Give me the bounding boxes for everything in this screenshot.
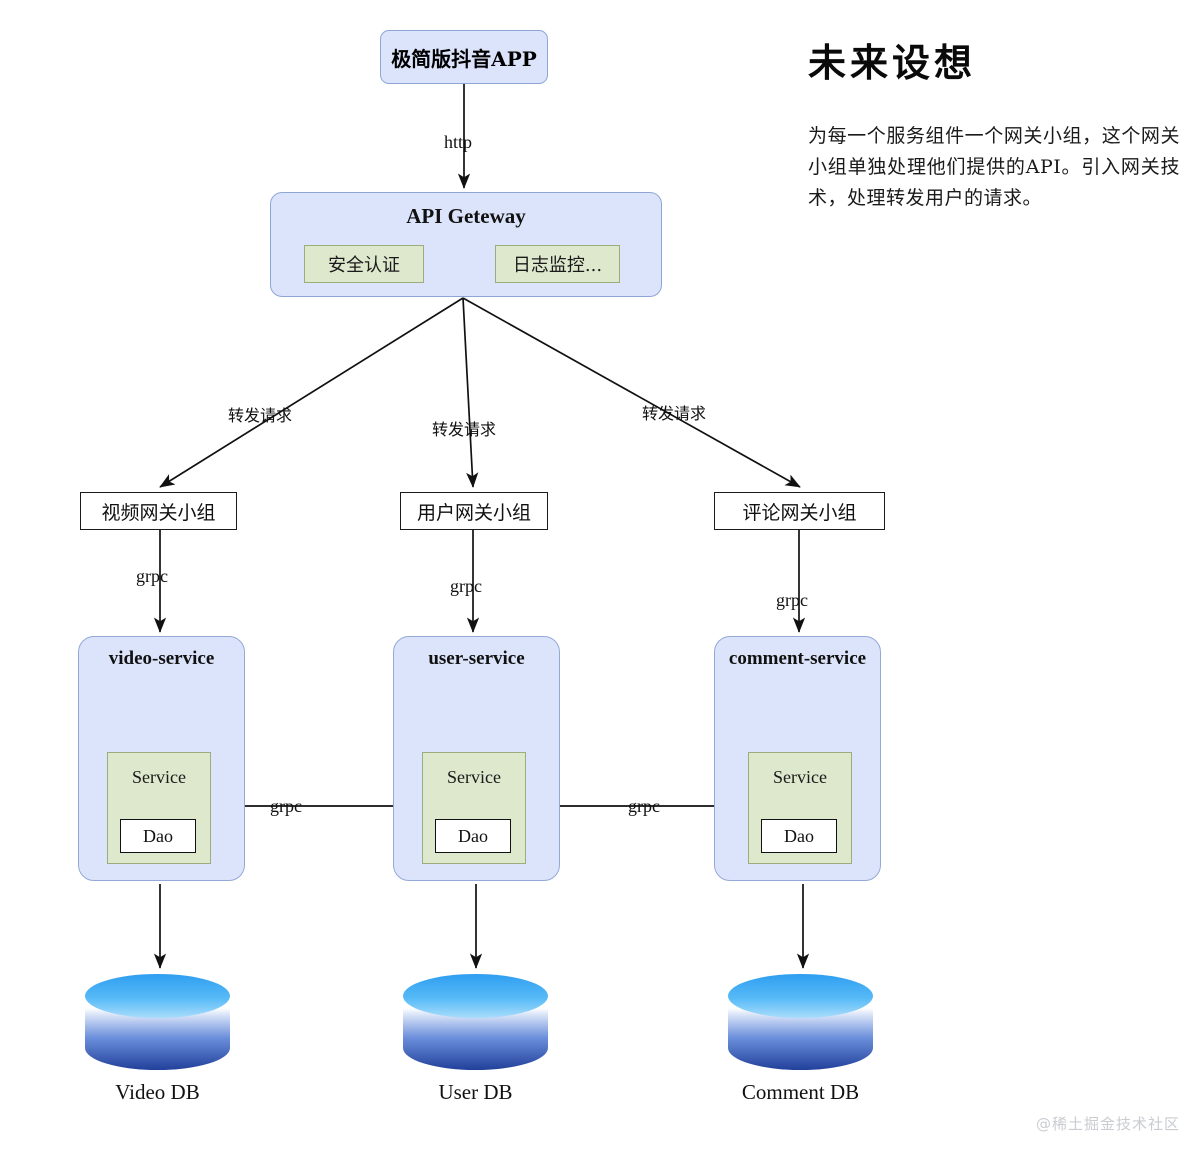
edge-label-forward-comment: 转发请求	[642, 404, 707, 423]
node-database-video[interactable]: Video DB	[85, 972, 230, 1104]
node-service-user[interactable]: user-service Service Dao	[393, 636, 560, 881]
watermark: @稀土掘金技术社区	[1035, 1115, 1180, 1133]
dao-layer-comment[interactable]: Dao	[761, 819, 837, 853]
edge-label-http: http	[444, 132, 473, 152]
service-layer-comment[interactable]: Service Dao	[748, 752, 852, 864]
service-layer-user[interactable]: Service Dao	[422, 752, 526, 864]
edge-label-forward-user: 转发请求	[432, 420, 497, 439]
dao-layer-user[interactable]: Dao	[435, 819, 511, 853]
panel-title: 未来设想	[808, 40, 977, 85]
node-service-user-title: user-service	[428, 648, 525, 669]
node-service-comment-title: comment-service	[728, 648, 867, 669]
node-group-user[interactable]: 用户网关小组	[400, 492, 548, 530]
gateway-module-auth[interactable]: 安全认证	[304, 245, 424, 283]
dao-layer-video[interactable]: Dao	[120, 819, 196, 853]
edge-label-grpc-user-group: grpc	[450, 576, 482, 596]
node-api-gateway[interactable]: API Geteway 安全认证 日志监控...	[270, 192, 662, 297]
panel-body: 为每一个服务组件一个网关小组，这个网关小组单独处理他们提供的API。引入网关技术…	[808, 125, 1180, 209]
side-panel: 未来设想 为每一个服务组件一个网关小组，这个网关小组单独处理他们提供的API。引…	[808, 32, 1180, 213]
node-group-video[interactable]: 视频网关小组	[80, 492, 237, 530]
node-service-comment[interactable]: comment-service Service Dao	[714, 636, 881, 881]
edge-label-grpc-video-user: grpc	[270, 796, 302, 816]
gateway-module-logging[interactable]: 日志监控...	[495, 245, 620, 283]
node-service-video-title: video-service	[108, 648, 215, 669]
node-database-video-label: Video DB	[115, 1080, 200, 1104]
node-database-comment-label: Comment DB	[741, 1080, 860, 1104]
service-layer-video-label: Service	[132, 767, 186, 787]
edge-label-grpc-video-group: grpc	[136, 566, 168, 586]
node-database-user-label: User DB	[438, 1080, 513, 1104]
node-service-video[interactable]: video-service Service Dao	[78, 636, 245, 881]
edge-label-grpc-comment-user: grpc	[628, 796, 660, 816]
node-api-gateway-title: API Geteway	[406, 204, 526, 228]
service-layer-comment-label: Service	[773, 767, 827, 787]
edge-label-grpc-comment-group: grpc	[776, 590, 808, 610]
service-layer-user-label: Service	[447, 767, 501, 787]
edge-label-forward-video: 转发请求	[228, 406, 293, 425]
node-database-user[interactable]: User DB	[403, 972, 548, 1104]
node-app-label: 极简版抖音APP	[391, 46, 537, 71]
node-app[interactable]: 极简版抖音APP	[380, 30, 548, 84]
service-layer-video[interactable]: Service Dao	[107, 752, 211, 864]
node-group-comment[interactable]: 评论网关小组	[714, 492, 885, 530]
node-database-comment[interactable]: Comment DB	[728, 972, 873, 1104]
